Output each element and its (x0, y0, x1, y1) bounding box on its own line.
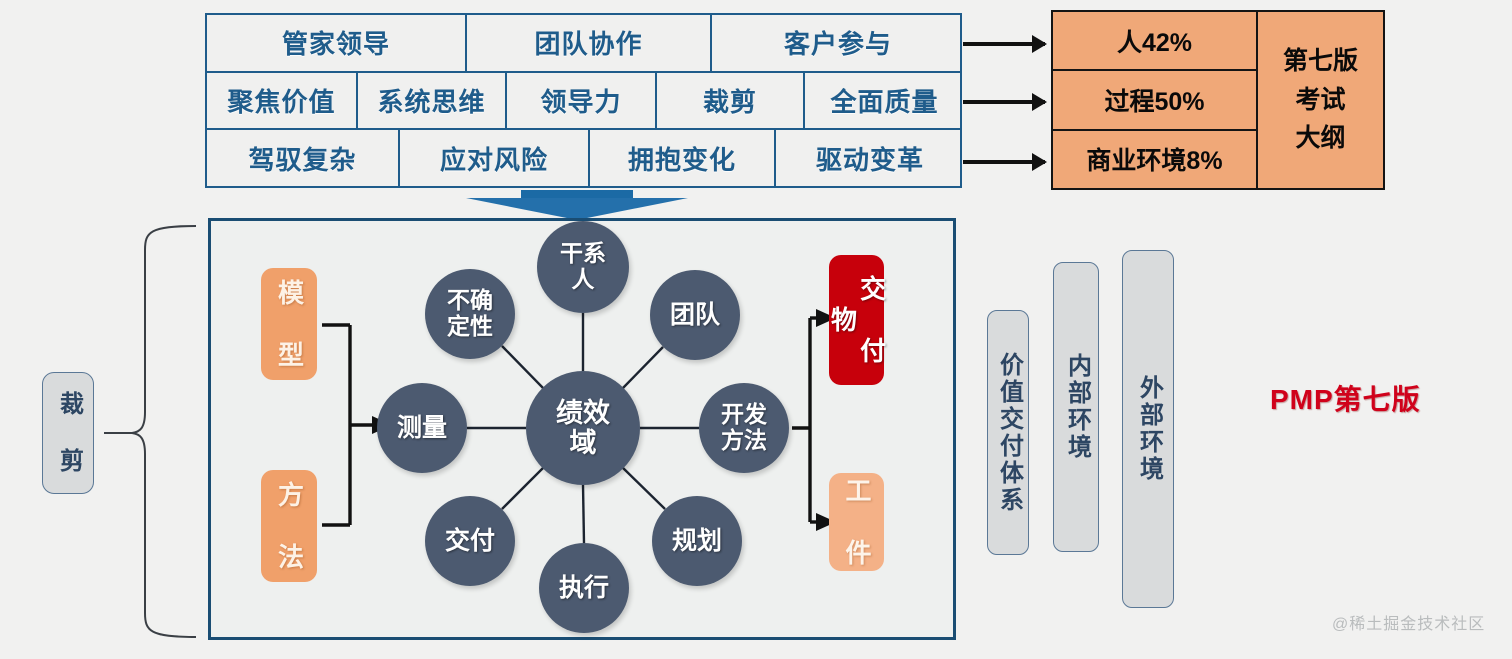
circle-label: 规划 (671, 527, 722, 555)
domain-people: 人42% (1053, 12, 1256, 70)
outline-line-3: 大纲 (1295, 124, 1346, 153)
artifact-pill[interactable]: 工 件 (829, 473, 884, 571)
domain-process: 过程50% (1053, 69, 1256, 129)
circle-stakeholder[interactable]: 干系 人 (537, 221, 629, 313)
circle-label: 团队 (669, 301, 720, 329)
domain-business: 商业环境8% (1053, 128, 1256, 188)
env-pillar-label: 外部环境 (1135, 375, 1163, 483)
principle-cell[interactable]: 应对风险 (398, 130, 588, 187)
circle-label: 不确 定性 (447, 287, 493, 339)
principle-cell[interactable]: 团队协作 (465, 15, 710, 71)
principles-row: 驾驭复杂应对风险拥抱变化驱动变革 (207, 128, 960, 187)
principles-row: 聚焦价值系统思维领导力裁剪全面质量 (207, 70, 960, 129)
principle-cell[interactable]: 系统思维 (356, 72, 505, 129)
env-pillar-1[interactable]: 内部环境 (1053, 262, 1099, 552)
outline-line-2: 考试 (1295, 85, 1346, 114)
circle-label: 开发 方法 (721, 401, 767, 453)
arrow-to-process (963, 93, 1047, 111)
principle-cell[interactable]: 驱动变革 (774, 130, 964, 187)
deliverable-label: 交 付 物 (827, 274, 887, 366)
principles-row: 管家领导团队协作客户参与 (207, 15, 960, 71)
circle-label: 执行 (558, 574, 609, 602)
circle-dev-approach[interactable]: 开发 方法 (699, 383, 789, 473)
principle-cell[interactable]: 驾驭复杂 (248, 144, 357, 175)
outline-line-1: 第七版 (1282, 46, 1358, 75)
arrow-to-business (963, 153, 1047, 171)
principle-cell[interactable]: 拥抱变化 (588, 130, 774, 187)
exam-outline-title: 第七版 考试 大纲 (1258, 12, 1383, 188)
principle-cell[interactable]: 客户参与 (710, 15, 964, 71)
circle-planning[interactable]: 规划 (652, 496, 742, 586)
principle-cell[interactable]: 全面质量 (803, 72, 964, 129)
env-pillar-0[interactable]: 价值交付体系 (987, 310, 1029, 555)
tailoring-pill[interactable]: 裁 剪 (42, 372, 94, 494)
circle-label: 交付 (444, 527, 495, 555)
principles-table: 管家领导团队协作客户参与聚焦价值系统思维领导力裁剪全面质量驾驭复杂应对风险拥抱变… (205, 13, 962, 188)
tailoring-brace (131, 225, 197, 638)
env-pillar-label: 价值交付体系 (995, 351, 1023, 514)
circle-center[interactable]: 绩效 域 (526, 371, 640, 485)
circle-team[interactable]: 团队 (650, 270, 740, 360)
model-pill[interactable]: 模 型 (261, 268, 317, 380)
artifact-label: 工 件 (842, 476, 873, 568)
circle-delivery[interactable]: 交付 (425, 496, 515, 586)
principle-cell[interactable]: 聚焦价值 (227, 87, 336, 117)
model-label: 模 型 (274, 278, 305, 370)
circle-measurement[interactable]: 测量 (377, 383, 467, 473)
circle-uncertainty[interactable]: 不确 定性 (425, 269, 515, 359)
domain-percentages: 人42% 过程50% 商业环境8% (1053, 12, 1258, 188)
watermark: @稀土掘金技术社区 (1332, 616, 1486, 633)
circle-execution[interactable]: 执行 (539, 543, 629, 633)
exam-content-outline: 人42% 过程50% 商业环境8% 第七版 考试 大纲 (1051, 10, 1385, 190)
env-pillar-2[interactable]: 外部环境 (1122, 250, 1174, 608)
down-chevron-banner (466, 190, 688, 220)
circle-label: 测量 (396, 414, 447, 442)
deliverable-pill[interactable]: 交 付 物 (827, 255, 887, 385)
arrow-to-people (963, 35, 1047, 53)
pmp-version-label: PMP第七版 (1270, 384, 1421, 415)
env-pillar-label: 内部环境 (1063, 353, 1091, 461)
tailoring-label: 裁 剪 (55, 391, 83, 475)
principle-cell[interactable]: 管家领导 (281, 29, 390, 60)
circle-label: 绩效 域 (556, 397, 610, 458)
circle-label: 干系 人 (560, 240, 606, 292)
method-pill[interactable]: 方 法 (261, 470, 317, 582)
method-label: 方 法 (274, 480, 305, 572)
principle-cell[interactable]: 领导力 (505, 72, 655, 129)
principle-cell[interactable]: 裁剪 (655, 72, 803, 129)
